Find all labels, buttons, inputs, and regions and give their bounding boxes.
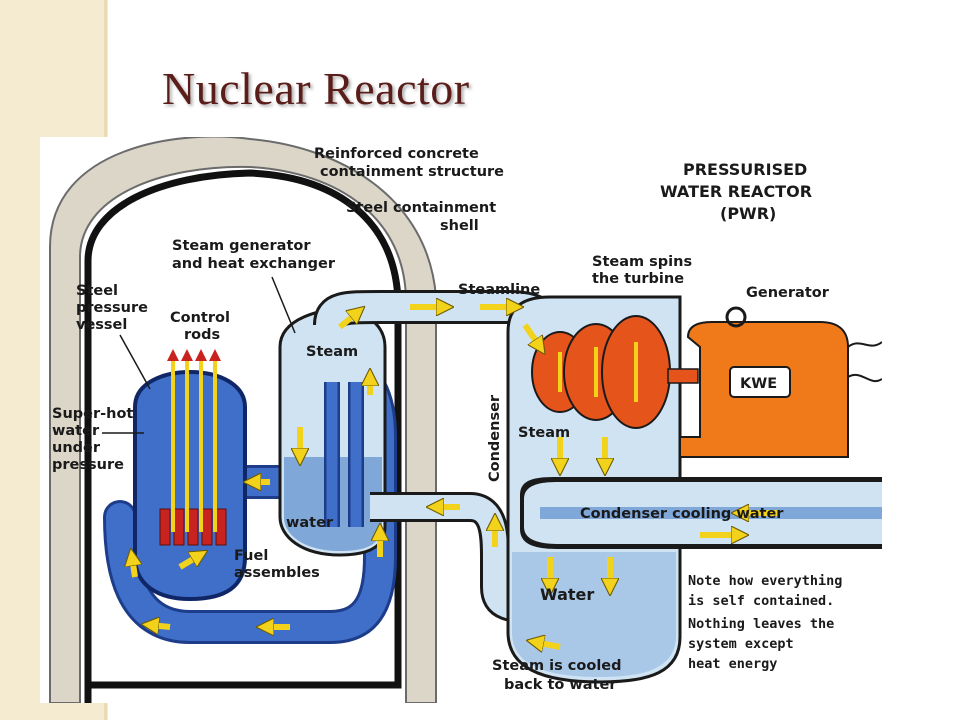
flow-arrows: [132, 307, 780, 647]
note-line5: heat energy: [688, 656, 777, 672]
label-fuel-line1: Fuel: [234, 548, 268, 564]
label-super-hot-line2: water: [52, 423, 100, 439]
label-concrete-line1: Reinforced concrete: [314, 146, 479, 162]
label-cooled-line2: back to water: [504, 677, 617, 693]
label-control-rods-line2: rods: [184, 327, 220, 343]
heading-line3: (PWR): [720, 204, 776, 223]
label-cooling-water: Condenser cooling water: [580, 506, 784, 522]
label-super-hot-line1: Super-hot: [52, 406, 133, 422]
label-steam-generator-line2: and heat exchanger: [172, 256, 336, 272]
label-sg-steam: Steam: [306, 344, 358, 360]
label-steam-generator-line1: Steam generator: [172, 238, 311, 254]
reactor-pressure-vessel: [133, 369, 247, 602]
label-condenser: Condenser: [487, 394, 503, 482]
label-pressure-vessel-line3: vessel: [76, 317, 127, 333]
note-line1: Note how everything: [688, 573, 842, 589]
label-steel-shell-line1: Steel containment: [346, 200, 496, 216]
label-super-hot-line3: under: [52, 440, 101, 456]
label-turbine-line1: Steam spins: [592, 254, 692, 270]
note-line4: system except: [688, 636, 794, 652]
pointer-pressure-vessel: [119, 334, 151, 390]
label-control-rods-line1: Control: [170, 310, 230, 326]
slide-title: Nuclear Reactor: [162, 63, 470, 114]
label-concrete-line2: containment structure: [320, 164, 504, 180]
pwr-diagram: Reinforced concrete containment structur…: [40, 137, 882, 703]
label-steamline: Steamline: [458, 282, 540, 298]
turbine-shaft: [667, 368, 699, 384]
label-super-hot-line4: pressure: [52, 457, 124, 473]
note-line3: Nothing leaves the: [688, 616, 834, 632]
label-kwe: KWE: [740, 376, 777, 392]
label-turbine-line2: the turbine: [592, 271, 684, 287]
label-fuel-line2: assembles: [234, 565, 320, 581]
label-generator: Generator: [746, 285, 830, 301]
note-line2: is self contained.: [688, 593, 834, 609]
label-pressure-vessel-line2: pressure: [76, 300, 148, 316]
label-bottom-water: Water: [540, 585, 594, 604]
turbine: [531, 315, 671, 429]
control-rods: [167, 349, 221, 532]
pointer-steam-generator: [271, 276, 296, 334]
steel-containment-shell: [84, 169, 402, 703]
generator: [679, 306, 849, 458]
generator-wires: [847, 341, 882, 382]
heading-line1: PRESSURISED: [683, 160, 807, 179]
label-steel-shell-line2: shell: [440, 218, 479, 234]
label-cooled-line1: Steam is cooled: [492, 658, 622, 674]
label-sg-water: water: [286, 515, 334, 531]
label-condenser-steam: Steam: [518, 425, 570, 441]
label-pressure-vessel-line1: Steel: [76, 283, 118, 299]
heading-line2: WATER REACTOR: [660, 182, 812, 201]
heat-exchanger-tubes-inner: [326, 382, 362, 527]
